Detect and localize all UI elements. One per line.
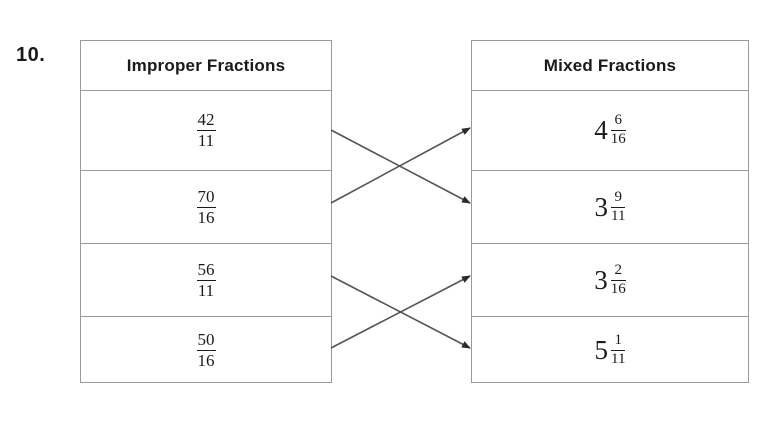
numerator: 6 [610, 112, 626, 131]
numerator: 70 [196, 186, 216, 208]
improper-fractions-header: Improper Fractions [81, 41, 331, 91]
table-row[interactable]: 50 16 [81, 317, 331, 384]
mixed-fractions-table: Mixed Fractions 4 6 16 3 9 11 3 [471, 40, 749, 383]
denominator: 11 [611, 351, 626, 367]
numerator: 42 [196, 110, 216, 131]
numerator: 50 [196, 330, 216, 351]
table-row[interactable]: 3 9 11 [472, 171, 748, 244]
denominator: 16 [197, 351, 215, 370]
fraction-part: 9 11 [611, 189, 626, 225]
improper-fraction-2: 70 16 [196, 186, 216, 227]
numerator: 56 [196, 259, 216, 281]
match-arrow-1 [330, 129, 471, 204]
whole-number: 5 [594, 335, 609, 365]
denominator: 11 [197, 280, 215, 300]
whole-number: 4 [594, 115, 608, 145]
improper-fractions-table: Improper Fractions 42 11 70 16 56 11 50 … [80, 40, 332, 383]
fraction-part: 2 16 [610, 262, 626, 298]
fraction-part: 1 11 [611, 332, 626, 368]
numerator: 2 [610, 262, 626, 281]
table-row[interactable]: 4 6 16 [472, 91, 748, 171]
numerator: 1 [611, 332, 626, 351]
denominator: 16 [610, 131, 626, 147]
denominator: 16 [197, 207, 215, 227]
mixed-fractions-header: Mixed Fractions [472, 41, 748, 91]
match-arrow-4 [330, 275, 471, 349]
table-row[interactable]: 3 2 16 [472, 244, 748, 317]
fraction-part: 6 16 [610, 112, 626, 148]
improper-fraction-3: 56 11 [196, 259, 216, 300]
denominator: 16 [610, 280, 626, 297]
mixed-fraction-1: 4 6 16 [594, 112, 626, 148]
table-row[interactable]: 70 16 [81, 171, 331, 244]
table-row[interactable]: 5 1 11 [472, 317, 748, 384]
match-arrow-3 [330, 275, 471, 349]
question-number: 10. [16, 44, 46, 66]
improper-fraction-1: 42 11 [196, 110, 216, 150]
whole-number: 3 [594, 264, 608, 295]
denominator: 11 [197, 131, 215, 150]
denominator: 11 [611, 207, 626, 224]
mixed-fraction-3: 3 2 16 [594, 262, 626, 298]
matching-arrows [330, 127, 471, 349]
mixed-fraction-2: 3 9 11 [594, 189, 626, 225]
mixed-fraction-4: 5 1 11 [594, 332, 626, 368]
improper-fraction-4: 50 16 [196, 330, 216, 370]
match-arrow-2 [330, 127, 471, 204]
table-row[interactable]: 42 11 [81, 91, 331, 171]
table-row[interactable]: 56 11 [81, 244, 331, 317]
numerator: 9 [611, 189, 626, 208]
whole-number: 3 [594, 191, 609, 222]
